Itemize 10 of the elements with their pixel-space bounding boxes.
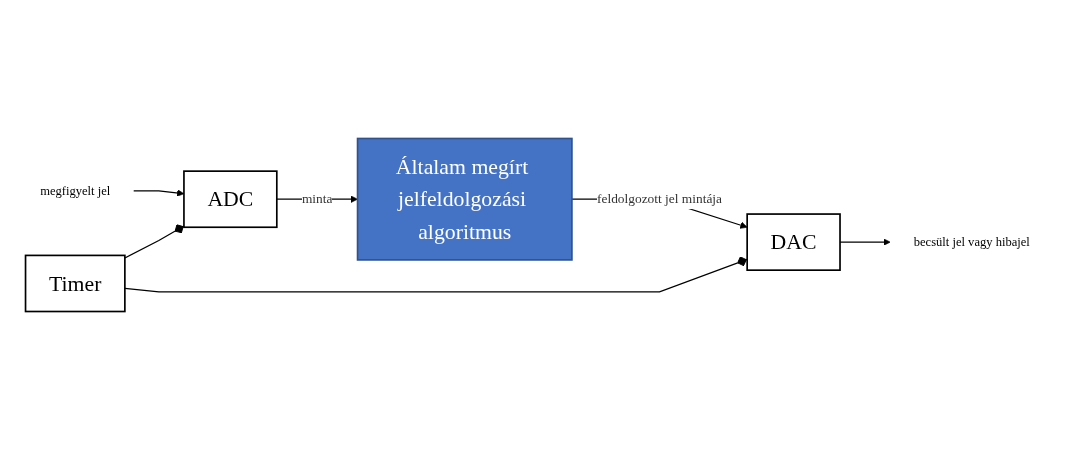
connector (124, 256, 748, 293)
connector (124, 224, 185, 259)
node-text: megfigyelt jel (40, 183, 111, 198)
edge-label: feldolgozott jel mintája (597, 191, 723, 206)
node-box: Timer (24, 254, 126, 313)
node-box: DAC (746, 213, 841, 271)
node-box: ADC (183, 170, 278, 229)
node-box: Általam megírt jelfeldolgozási algoritmus (356, 137, 573, 261)
node-text: becsült jel vagy hibajel (913, 235, 1030, 249)
edge-label: minta (301, 191, 333, 206)
